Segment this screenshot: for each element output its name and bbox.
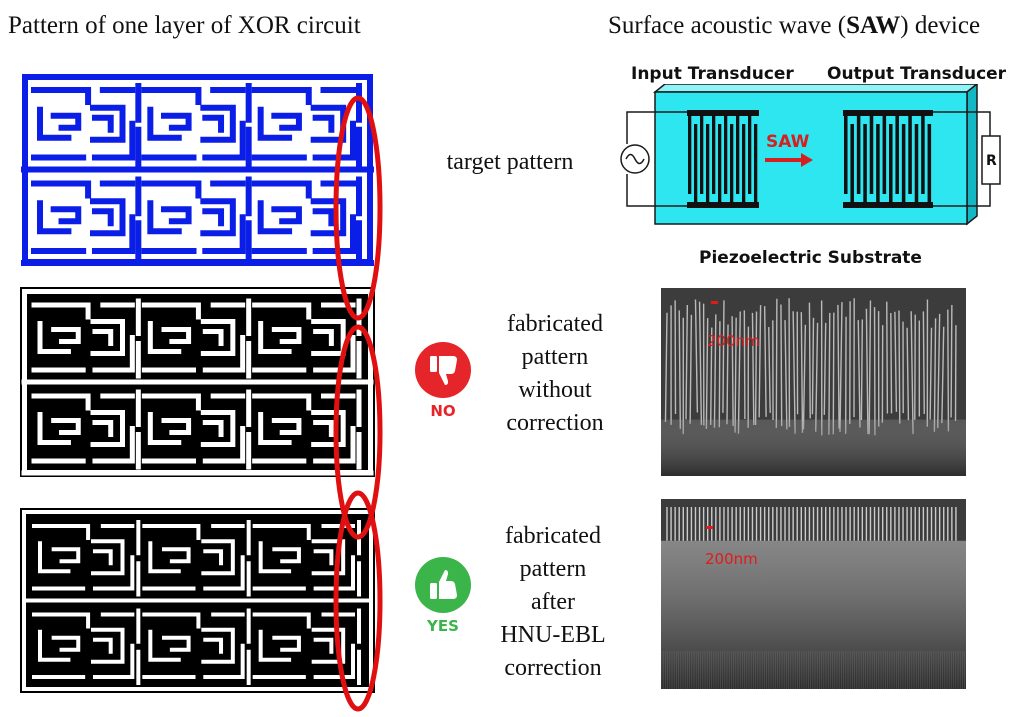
highlight-ellipse-corrected — [333, 490, 383, 712]
uncorrected-label-line: without — [518, 377, 592, 403]
right-heading-bold: SAW — [846, 12, 901, 39]
uncorrected-label-line: correction — [506, 410, 604, 436]
sem-corrected-svg — [661, 499, 966, 689]
corrected-label: fabricated pattern after HNU-EBL correct… — [478, 520, 628, 685]
sem-uncorrected-svg — [661, 288, 966, 476]
uncorrected-label-line: fabricated — [507, 311, 603, 337]
no-badge-text: NO — [430, 402, 456, 420]
corrected-pattern-image — [20, 508, 375, 693]
input-transducer-label: Input Transducer — [631, 64, 794, 84]
no-badge: NO — [413, 340, 473, 420]
output-transducer-electrodes — [843, 110, 933, 208]
left-heading: Pattern of one layer of XOR circuit — [8, 12, 361, 39]
saw-wave-label: SAW — [766, 132, 810, 152]
right-heading: Surface acoustic wave (SAW) device — [608, 12, 980, 40]
saw-device-diagram: Input Transducer Output Transducer R SAW… — [615, 58, 1020, 273]
corrected-label-line: pattern — [519, 556, 587, 582]
resistor-icon — [981, 135, 1001, 185]
corrected-pattern-svg — [20, 508, 375, 693]
right-heading-prefix: Surface acoustic wave ( — [608, 12, 847, 39]
corrected-label-line: correction — [504, 655, 602, 681]
resistor-label: R — [986, 153, 997, 169]
target-pattern-label: target pattern — [446, 149, 574, 175]
right-heading-suffix: ) device — [900, 12, 981, 39]
scale-bar-label: 200nm — [705, 550, 758, 568]
sem-corrected-image: 200nm — [661, 499, 966, 689]
input-transducer-electrodes — [687, 110, 759, 208]
scale-bar — [711, 301, 718, 304]
scale-bar — [706, 526, 713, 529]
corrected-label-line: after — [531, 589, 575, 615]
corrected-label-line: HNU-EBL — [500, 622, 606, 648]
target-pattern-image — [20, 72, 375, 267]
thumbs-down-icon — [415, 342, 471, 398]
corrected-label-line: fabricated — [505, 523, 601, 549]
target-pattern-svg — [20, 72, 375, 267]
yes-badge: YES — [413, 555, 473, 635]
sem-uncorrected-image: 200nm — [661, 288, 966, 476]
edge-highlight-ellipses — [333, 95, 383, 712]
substrate-label: Piezoelectric Substrate — [699, 248, 922, 268]
uncorrected-label: fabricated pattern without correction — [480, 308, 630, 440]
scale-bar-label: 200nm — [707, 332, 760, 350]
uncorrected-pattern-svg — [20, 287, 375, 477]
output-transducer-label: Output Transducer — [827, 64, 1007, 84]
saw-schematic — [620, 84, 1001, 226]
highlight-ellipse-uncorrected — [333, 324, 383, 540]
yes-badge-text: YES — [427, 617, 459, 635]
uncorrected-pattern-image — [20, 287, 375, 477]
uncorrected-label-line: pattern — [521, 344, 589, 370]
highlight-ellipse-target — [333, 95, 383, 321]
thumbs-up-icon — [415, 557, 471, 613]
